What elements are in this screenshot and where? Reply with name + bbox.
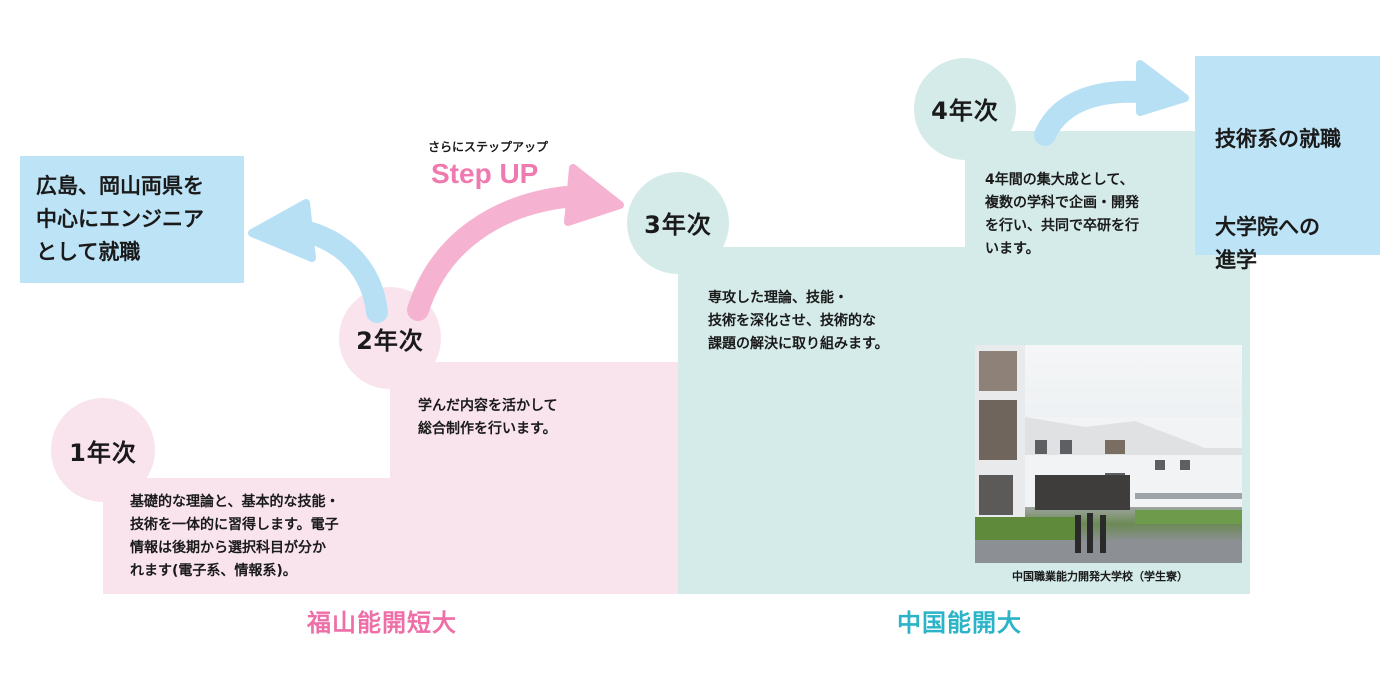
year3-panel [678, 247, 968, 594]
year4-description: 4年間の集大成として、 複数の学科で企画・開発 を行い、共同で卒研を行 います。 [985, 172, 1139, 257]
year3-circle [627, 172, 729, 274]
step-up-subtitle: さらにステップアップ [428, 140, 549, 154]
year1-label: 1年次 [69, 438, 137, 467]
school-label-fukuyama: 福山能開短大 [307, 609, 457, 637]
year2-panel [390, 362, 680, 594]
year4-circle [914, 58, 1016, 160]
step-up-arrow-icon [407, 164, 624, 321]
year2-label: 2年次 [356, 326, 424, 355]
arrow-to-technical-employment-icon [1034, 60, 1189, 146]
year4-label: 4年次 [931, 96, 999, 125]
year3-label: 3年次 [644, 210, 712, 239]
photo-caption: 中国職業能力開発大学校（学生寮） [1012, 570, 1188, 583]
year1-circle [51, 398, 155, 502]
step-up-title: Step UP [431, 158, 539, 189]
year1-description: 基礎的な理論と、基本的な技能・ 技術を一体的に習得します。電子 情報は後期から選… [130, 494, 340, 579]
arrow-to-regional-employment-icon [248, 199, 388, 323]
year3-description: 専攻した理論、技能・ 技術を深化させ、技術的な 課題の解決に取り組みます。 [708, 290, 889, 352]
dormitory-photo [975, 345, 1242, 563]
building-image-icon [975, 345, 1242, 563]
school-label-chugoku: 中国能開大 [897, 609, 1022, 637]
outcome-graduate-school: 大学院への 進学 [1215, 215, 1320, 272]
year1-panel [103, 478, 393, 594]
outcome-technical-job: 技術系の就職 [1215, 127, 1341, 151]
outcome-regional-employment: 広島、岡山両県を 中心にエンジニア として就職 [20, 156, 244, 283]
outcome-technical-employment: 技術系の就職 大学院への 進学 [1195, 56, 1380, 272]
year2-description: 学んだ内容を活かして 総合制作を行います。 [418, 398, 558, 437]
